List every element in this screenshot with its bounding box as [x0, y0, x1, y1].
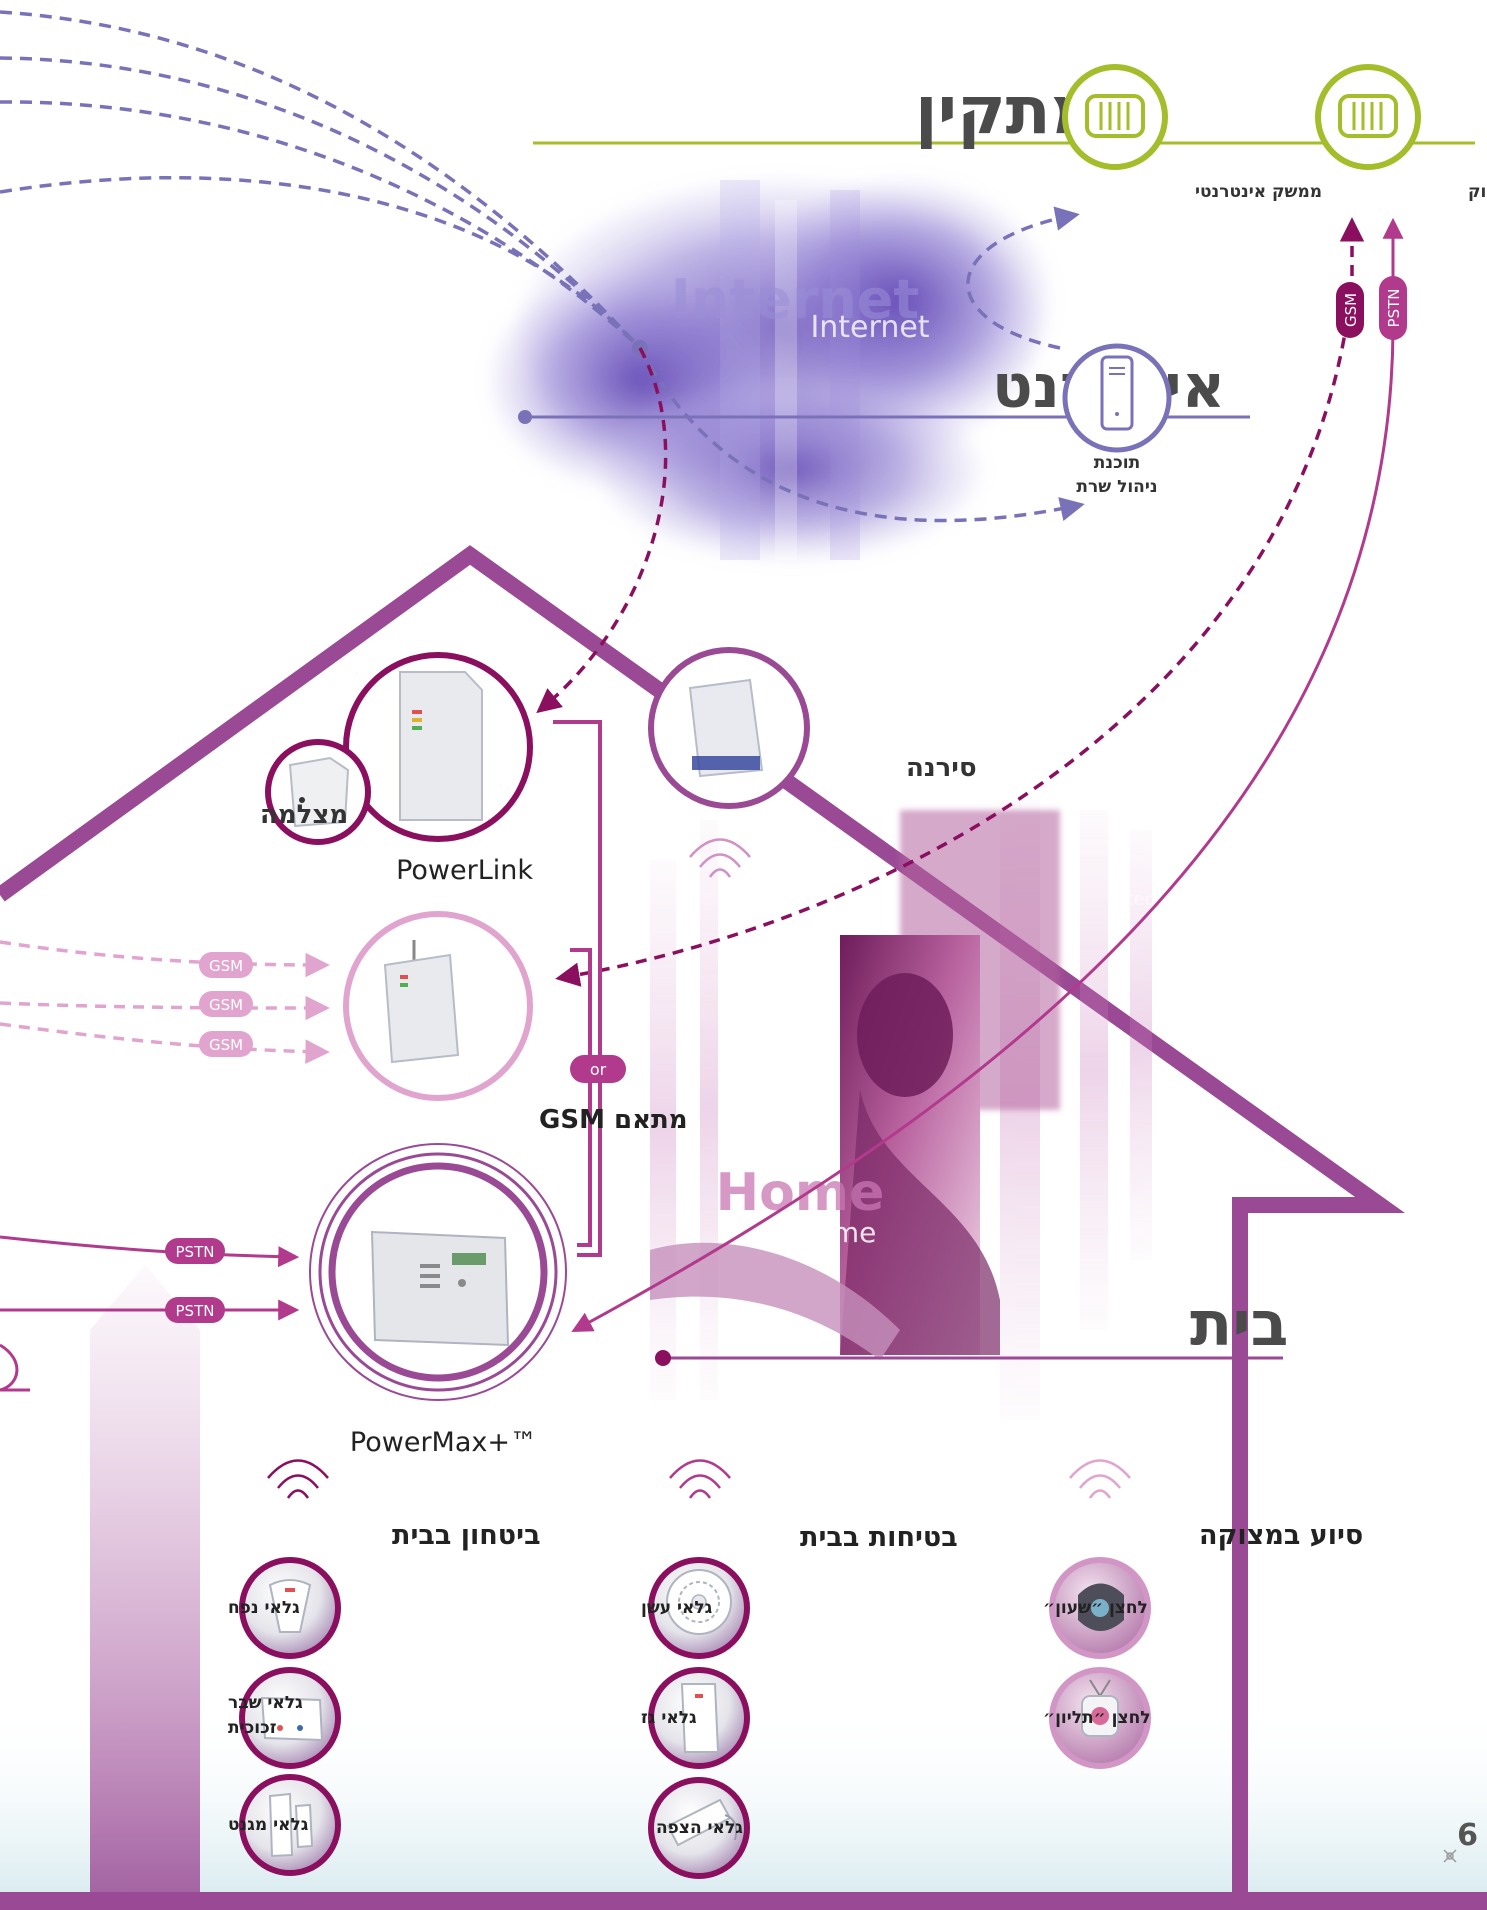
glass-break-label-line2: זכוכית	[228, 1718, 277, 1738]
woman-head	[857, 973, 953, 1097]
camera-icon	[288, 756, 350, 828]
smoke-detector-icon	[666, 1569, 732, 1635]
pc-icon	[1338, 94, 1398, 138]
or-bracket	[553, 720, 602, 1257]
pstn-badge: PSTN	[165, 1238, 225, 1264]
watch-icon	[1078, 1583, 1124, 1631]
page-number: 6	[1457, 1818, 1478, 1853]
smoke-detector-label: גלאי עשן	[641, 1598, 713, 1618]
flood-detector-icon	[666, 1798, 738, 1847]
motion-detector-icon	[268, 1579, 312, 1633]
watch-button[interactable]	[1049, 1557, 1151, 1659]
svg-text:PSTN: PSTN	[176, 1302, 215, 1320]
server-icon	[1100, 355, 1134, 431]
remote-software-node[interactable]	[1315, 64, 1421, 170]
watch-button-label: לחצן ״שעון״	[1043, 1598, 1148, 1618]
page-ornament-icon	[1443, 1849, 1457, 1863]
flood-detector-label: גלאי הצפה	[656, 1818, 743, 1838]
camera-device[interactable]	[265, 739, 371, 845]
safety-group-title: בטיחות בבית	[800, 1522, 958, 1553]
home-line-dot	[655, 1350, 671, 1366]
siren-label: סירנה	[906, 753, 977, 783]
smoke-detector[interactable]	[648, 1557, 750, 1659]
glass-break-detector[interactable]	[239, 1667, 341, 1769]
powerlink-label: PowerLink	[396, 855, 533, 886]
cloud-stripes	[720, 180, 860, 560]
open-book	[650, 1242, 900, 1360]
pendant-button-label: לחצן ״תליון״	[1043, 1708, 1151, 1728]
server-label-line1: תוכנת	[1094, 453, 1140, 473]
server-node[interactable]	[1062, 343, 1172, 453]
photo-overlay-text: integrated home security management	[1110, 889, 1465, 910]
remote-software-label: תכנות מרחוק	[1468, 182, 1487, 202]
glass-break-label-line1: גלאי שבר	[228, 1693, 303, 1713]
wireless-wave-icon	[267, 1459, 329, 1499]
web-interface-label: ממשק אינטרנטי	[1195, 182, 1322, 202]
magnetic-contact[interactable]	[239, 1774, 341, 1876]
powermax-panel[interactable]	[309, 1143, 567, 1401]
svg-text:GSM: GSM	[209, 957, 243, 975]
gas-detector-label: גלאי גז	[641, 1708, 697, 1728]
magnet-icon	[268, 1792, 314, 1858]
gas-detector-icon	[680, 1683, 720, 1753]
internet-connections	[0, 10, 1085, 523]
rising-arrow	[90, 1265, 200, 1900]
or-badge: or	[570, 1055, 626, 1083]
camera-label: מצלמה	[260, 800, 348, 830]
pstn-badge: PSTN	[165, 1297, 225, 1323]
glass-break-icon	[260, 1696, 324, 1742]
internet-line-dot	[518, 410, 532, 424]
wireless-wave-icon	[1069, 1459, 1131, 1499]
gsm-badge: GSM	[199, 991, 253, 1017]
home-watermark-large: Home	[716, 1163, 885, 1223]
siren-icon	[688, 678, 764, 778]
svg-text:PSTN: PSTN	[1385, 289, 1403, 328]
web-interface-node[interactable]	[1062, 64, 1168, 170]
svg-text:or: or	[590, 1060, 607, 1079]
svg-text:GSM: GSM	[209, 996, 243, 1014]
motion-detector-label: גלאי נפח	[228, 1598, 300, 1618]
internet-cloud	[490, 180, 1050, 560]
emergency-group-title: סיוע במצוקה	[1199, 1520, 1363, 1551]
powerlink-device[interactable]	[343, 652, 533, 842]
wireless-wave-icon	[689, 838, 751, 878]
cloud-watermark-small: Internet	[810, 310, 929, 345]
svg-text:GSM: GSM	[209, 1036, 243, 1054]
security-group-title: ביטחון בבית	[392, 1520, 541, 1551]
pendant-icon	[1081, 1679, 1119, 1737]
control-panel-icon	[370, 1230, 510, 1347]
house-outline	[0, 545, 1405, 1900]
wireless-wave-icon	[669, 1459, 731, 1499]
cloud-watermark-large: Internet	[671, 268, 919, 331]
server-label-line2: ניהול שרת	[1076, 477, 1157, 497]
powermax-label: PowerMax+™	[350, 1427, 537, 1458]
gsm-module-icon	[383, 940, 460, 1064]
house-floor	[0, 1892, 1487, 1910]
gsm-badge-vertical: GSM	[1336, 282, 1364, 338]
home-title: בית	[1190, 1287, 1288, 1360]
powerlink-icon	[399, 671, 483, 821]
pstn-badge-vertical: PSTN	[1379, 276, 1407, 340]
woman-body	[840, 1090, 1000, 1355]
svg-text:GSM: GSM	[1342, 293, 1360, 327]
gas-detector[interactable]	[648, 1667, 750, 1769]
pc-icon	[1085, 94, 1145, 138]
svg-text:PSTN: PSTN	[176, 1243, 215, 1261]
siren-device[interactable]	[648, 647, 810, 809]
magnetic-contact-label: גלאי מגנט	[228, 1815, 309, 1835]
flood-detector[interactable]	[648, 1777, 750, 1879]
gsm-module-label: מתאם GSM	[539, 1105, 688, 1135]
motion-detector[interactable]	[239, 1557, 341, 1659]
gsm-badge: GSM	[199, 1031, 253, 1057]
pendant-button[interactable]	[1049, 1667, 1151, 1769]
home-photo-area: integrated home security management Home…	[650, 800, 1465, 1420]
gsm-badge: GSM	[199, 952, 253, 978]
home-watermark-small: Home	[794, 1216, 877, 1249]
gsm-module-device[interactable]	[343, 911, 533, 1101]
